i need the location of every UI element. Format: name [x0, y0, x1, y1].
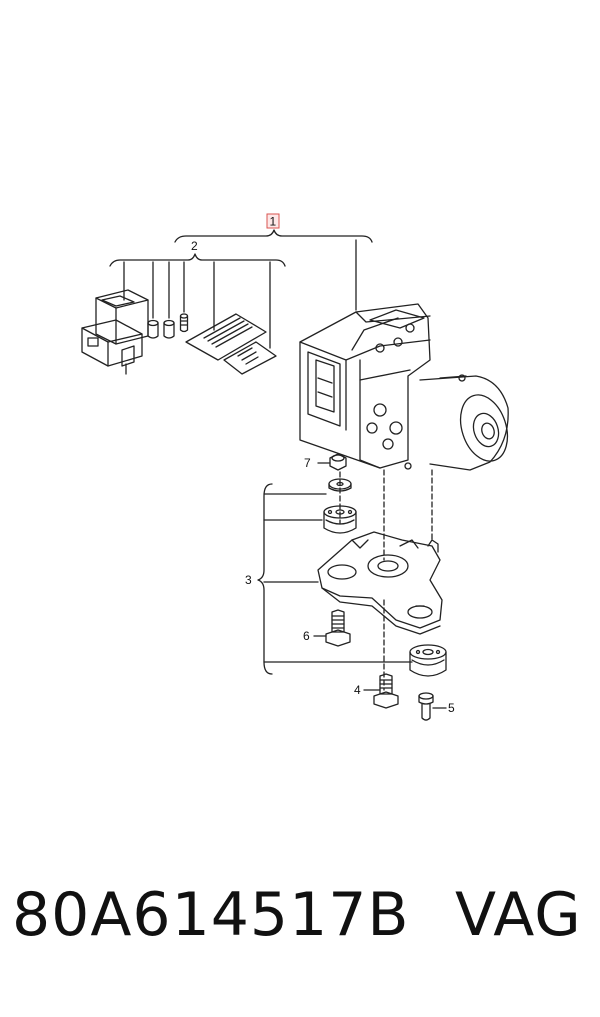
- callout-label-5: 5: [448, 701, 455, 715]
- bracket-callout-1: [174, 229, 373, 311]
- bolt-6: [313, 609, 351, 647]
- washer-top: [328, 478, 352, 492]
- callout-label-3: 3: [245, 573, 252, 587]
- callout-label-2: 2: [191, 239, 198, 253]
- rubber-bushing-lower: [409, 644, 447, 677]
- brace-callout-3: [257, 483, 413, 675]
- exploded-parts-diagram: 1 2 3 4 5 6 7: [81, 213, 509, 721]
- callout-label-6: 6: [303, 629, 310, 643]
- mounting-bracket: [317, 531, 443, 635]
- callout-label-1: 1: [270, 215, 277, 229]
- documentation-sheet: [185, 313, 277, 375]
- pin-5: [418, 692, 447, 721]
- abs-hydraulic-unit: [299, 303, 509, 471]
- bolt-4: [363, 673, 399, 709]
- bolt-7: [317, 453, 347, 471]
- brand-name: VAG: [455, 880, 582, 950]
- part-caption: 80A614517B VAG: [0, 880, 600, 990]
- callout-label-4: 4: [354, 683, 361, 697]
- control-unit-module: [81, 289, 149, 375]
- bracket-callout-2: [109, 253, 286, 349]
- callout-1-highlight-box: [266, 213, 280, 229]
- callout-label-7: 7: [304, 456, 311, 470]
- sealing-caps: [147, 313, 189, 339]
- rubber-bushing-upper: [323, 505, 357, 534]
- alignment-lines: [339, 469, 433, 691]
- part-number: 80A614517B: [12, 880, 410, 950]
